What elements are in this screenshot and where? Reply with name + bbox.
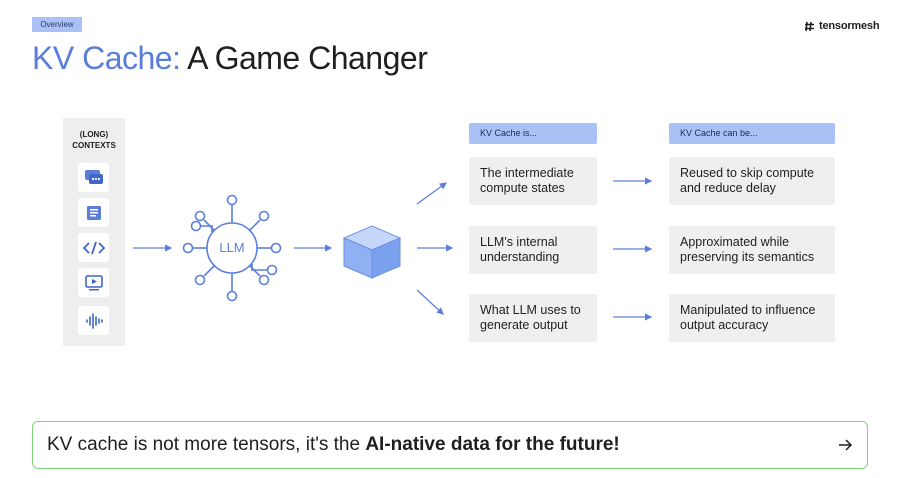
can-be-item-2: Approximated while preserving its semant… xyxy=(669,226,835,274)
is-item-1-line2: compute states xyxy=(480,181,565,195)
is-item-1-line1: The intermediate xyxy=(480,166,574,180)
brand-logo: tensormesh xyxy=(804,19,880,33)
brand-name: tensormesh xyxy=(819,20,880,32)
llm-network-icon xyxy=(182,194,282,302)
llm-label: LLM xyxy=(219,240,245,255)
can-be-item-1-line2: and reduce delay xyxy=(680,181,776,195)
tensormesh-logo-icon xyxy=(805,21,814,31)
is-item-1: The intermediate compute states xyxy=(469,157,597,205)
is-item-2-line1: LLM's internal xyxy=(480,235,558,249)
title-rest: A Game Changer xyxy=(180,40,428,76)
is-item-3-line1: What LLM uses to xyxy=(480,303,581,317)
column-can-be-header: KV Cache can be... xyxy=(669,123,835,144)
arrow-right-icon[interactable] xyxy=(837,435,853,455)
title-accent: KV Cache: xyxy=(32,40,181,76)
takeaway-banner[interactable]: KV cache is not more tensors, it's the A… xyxy=(32,421,868,469)
video-icon xyxy=(78,268,109,297)
can-be-item-3: Manipulated to influence output accuracy xyxy=(669,294,835,342)
contexts-label-line2: CONTEXTS xyxy=(72,141,116,150)
kv-cache-cube-icon xyxy=(342,225,402,279)
can-be-item-1-line1: Reused to skip compute xyxy=(680,166,815,180)
banner-text-bold: AI-native data for the future! xyxy=(365,434,620,455)
banner-text-plain: KV cache is not more tensors, it's the xyxy=(47,434,366,455)
document-icon xyxy=(78,198,109,227)
can-be-item-1: Reused to skip compute and reduce delay xyxy=(669,157,835,205)
can-be-item-3-line1: Manipulated to influence xyxy=(680,303,816,317)
page-title: KV Cache: A Game Changer xyxy=(32,40,428,77)
is-item-3: What LLM uses to generate output xyxy=(469,294,597,342)
chat-icon xyxy=(78,163,109,192)
can-be-item-3-line2: output accuracy xyxy=(680,318,769,332)
is-to-can-be-arrows xyxy=(613,177,653,321)
can-be-item-2-line1: Approximated while xyxy=(680,235,790,249)
is-item-2-line2: understanding xyxy=(480,250,560,264)
is-item-2: LLM's internal understanding xyxy=(469,226,597,274)
is-item-3-line2: generate output xyxy=(480,318,568,332)
column-is-header: KV Cache is... xyxy=(469,123,597,144)
contexts-label-line1: (LONG) xyxy=(79,130,109,139)
overview-tag: Overview xyxy=(32,17,82,32)
audio-icon xyxy=(78,306,109,335)
cache-fan-out-arrows xyxy=(416,182,454,315)
can-be-item-2-line2: preserving its semantics xyxy=(680,250,815,264)
contexts-label: (LONG) CONTEXTS xyxy=(63,129,125,151)
code-icon xyxy=(78,233,109,262)
